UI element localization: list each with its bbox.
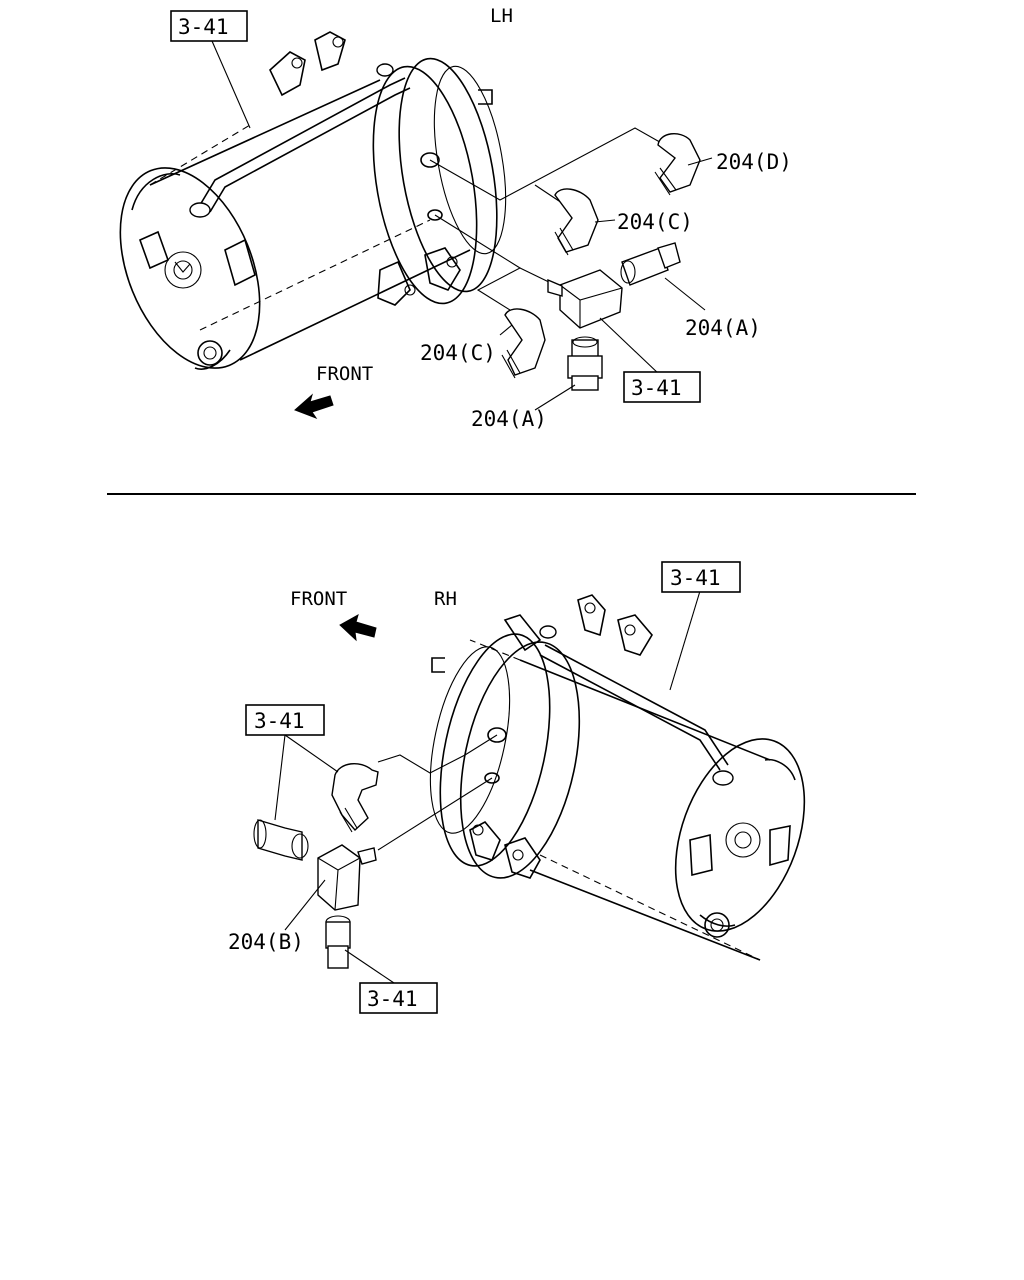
rh-ref-box-left [245,704,325,736]
rh-fitting-block [317,844,377,911]
rh-fitting-connector [253,819,309,861]
rh-front-label: FRONT [290,588,347,610]
rh-leader-bottom [344,949,398,986]
lh-fitting-204a-right [620,242,706,311]
rh-fitting-elbow [331,763,379,833]
lh-ref-top: 3-41 [178,15,229,39]
rh-ref-left: 3-41 [254,709,305,733]
lh-ref-box-top [170,10,248,42]
lh-ref-fitting: 3-41 [631,376,682,400]
lh-view: LH [119,5,792,431]
rh-ref-box-bottom [359,982,438,1014]
rh-leader-left [274,734,339,821]
lh-hidden-lines [149,124,431,331]
lh-fitting-204c-upper [554,188,616,256]
rh-leader-204b [284,879,326,931]
lh-part-204d: 204(D) [716,150,792,174]
lh-part-204c-upper: 204(C) [617,210,693,234]
rh-part-204b: 204(B) [228,930,304,954]
lh-part-204a-bottom: 204(A) [471,407,547,431]
rh-ref-box-top [661,561,741,593]
rh-side-label: RH [434,588,457,610]
lh-front-arrow-icon [294,393,334,420]
rh-line-elbow [377,734,498,774]
lh-fitting-block [547,269,623,329]
rh-view: FRONT RH [228,561,806,1014]
lh-front-label: FRONT [316,363,373,385]
rh-leader-top [669,590,701,691]
rh-front-arrow-icon [339,613,377,642]
rh-line-block [377,777,493,851]
lh-part-204a-right: 204(A) [685,316,761,340]
lh-compressor [119,31,507,370]
lh-line-d [429,127,666,201]
rh-compressor [429,594,806,961]
rh-ref-top: 3-41 [670,566,721,590]
lh-fitting-204d [654,133,713,196]
rh-ref-bottom: 3-41 [367,987,418,1011]
lh-line-block [434,214,522,311]
rh-hidden-lines [469,639,761,961]
lh-side-label: LH [490,5,513,27]
lh-fitting-204a-bottom [534,317,661,411]
lh-ref-box-fitting [623,371,701,403]
lh-fitting-204c-lower [499,308,546,379]
rh-fitting-bottom [325,915,351,969]
lh-part-204c-lower: 204(C) [420,341,496,365]
